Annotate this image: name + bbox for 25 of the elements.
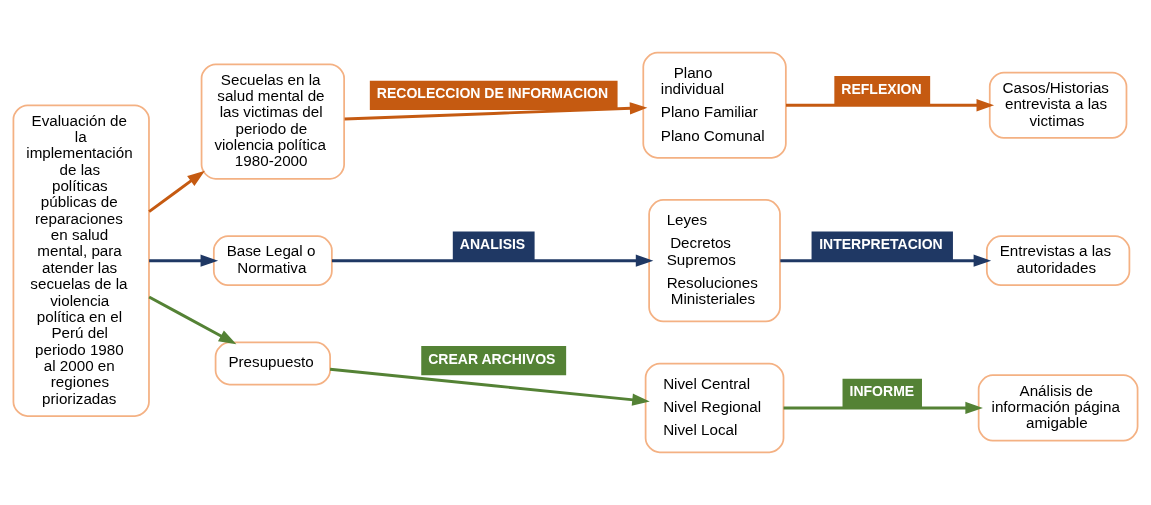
edge-label: REFLEXION <box>841 80 922 97</box>
node-box: Base Legal o Normativa <box>212 235 333 287</box>
edge-label: CREAR ARCHIVOS <box>428 350 556 367</box>
arrow <box>149 254 219 267</box>
arrow <box>780 254 992 267</box>
arrow <box>148 170 205 213</box>
edge-label: INTERPRETACION <box>819 236 943 253</box>
node-box: Nivel Central Nivel Regional Nivel Local <box>644 362 785 454</box>
node-box: Análisis de información página amigable <box>977 374 1139 442</box>
arrow <box>344 102 648 121</box>
arrow <box>786 99 995 112</box>
edge-label: INFORME <box>849 383 915 400</box>
edge-label: RECOLECCION DE INFORMACION <box>376 85 609 102</box>
node-box: Presupuesto <box>214 341 331 386</box>
arrow <box>148 295 237 345</box>
node-box: Leyes Decretos Supremos Resoluciones Ministeriales <box>648 199 781 323</box>
arrow <box>329 367 650 406</box>
node-box: Secuelas en la salud mental de las victimas del periodo de violencia política 1980-2000 <box>200 63 345 180</box>
node-box: Evaluación de la implementación de las políticas públicas de reparaciones en salud mental, para atender las secuelas de la violencia política en el Perú del periodo 1980 al 2000 en regiones priorizadas <box>12 104 150 417</box>
node-box: Entrevistas a las autoridades <box>985 235 1131 287</box>
edge-label: ANALISIS <box>459 236 526 253</box>
node-box: Casos/Historias entrevista a las victimas <box>988 71 1128 139</box>
node-box: Plano individual Plano Familiar Plano Comunal <box>642 51 787 159</box>
arrow <box>331 254 654 267</box>
arrow <box>783 401 983 415</box>
